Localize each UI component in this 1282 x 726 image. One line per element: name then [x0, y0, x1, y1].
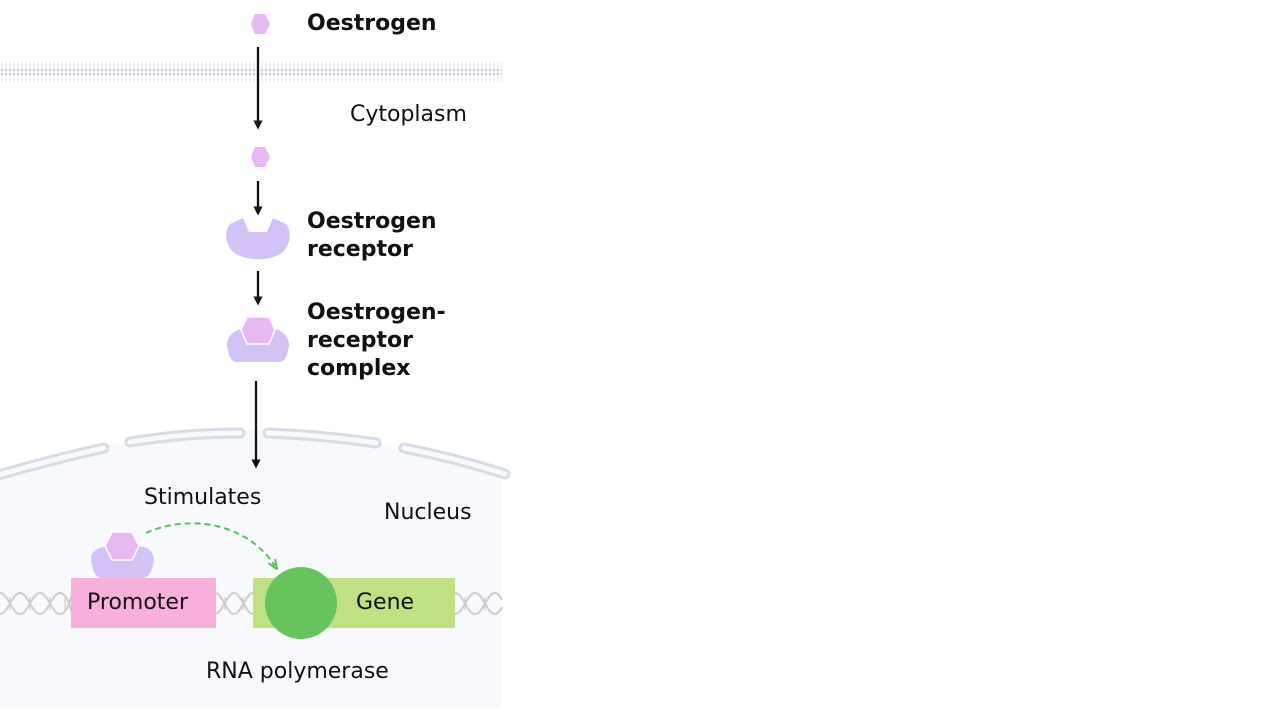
- promoter-label: Promoter: [87, 590, 188, 615]
- flow-arrows: [251, 47, 263, 469]
- oestrogen-receptor-label-line-2: receptor: [307, 237, 413, 262]
- oestrogen-label: Oestrogen: [307, 11, 437, 36]
- complex-label: Oestrogen- receptor complex: [307, 299, 446, 383]
- complex-label-line-3: complex: [307, 356, 411, 381]
- stimulates-label: Stimulates: [144, 485, 262, 510]
- dna-helix: [0, 591, 503, 616]
- complex-label-line-2: receptor: [307, 328, 413, 353]
- gene-label: Gene: [356, 590, 415, 615]
- rna-polymerase-circle: [265, 567, 337, 639]
- oestrogen-receptor-complex-shape: [226, 316, 290, 362]
- oestrogen-receptor-label: Oestrogen receptor: [307, 208, 437, 264]
- cell-membrane: [0, 59, 502, 83]
- promoter-box: [71, 578, 216, 628]
- nucleus-label: Nucleus: [384, 500, 472, 525]
- complex-label-line-1: Oestrogen-: [307, 300, 446, 325]
- rna-polymerase-label: RNA polymerase: [206, 659, 389, 684]
- oestrogen-molecule-cytoplasm: [251, 147, 270, 167]
- bound-complex-shape: [90, 531, 154, 578]
- oestrogen-receptor-label-line-1: Oestrogen: [307, 209, 437, 234]
- stimulation-arrow: [145, 522, 275, 566]
- oestrogen-molecule-outside: [251, 14, 270, 34]
- cytoplasm-label: Cytoplasm: [350, 102, 467, 127]
- oestrogen-receptor-shape: [226, 218, 290, 260]
- nucleus-region: [0, 430, 502, 708]
- nuclear-envelope: [0, 427, 511, 481]
